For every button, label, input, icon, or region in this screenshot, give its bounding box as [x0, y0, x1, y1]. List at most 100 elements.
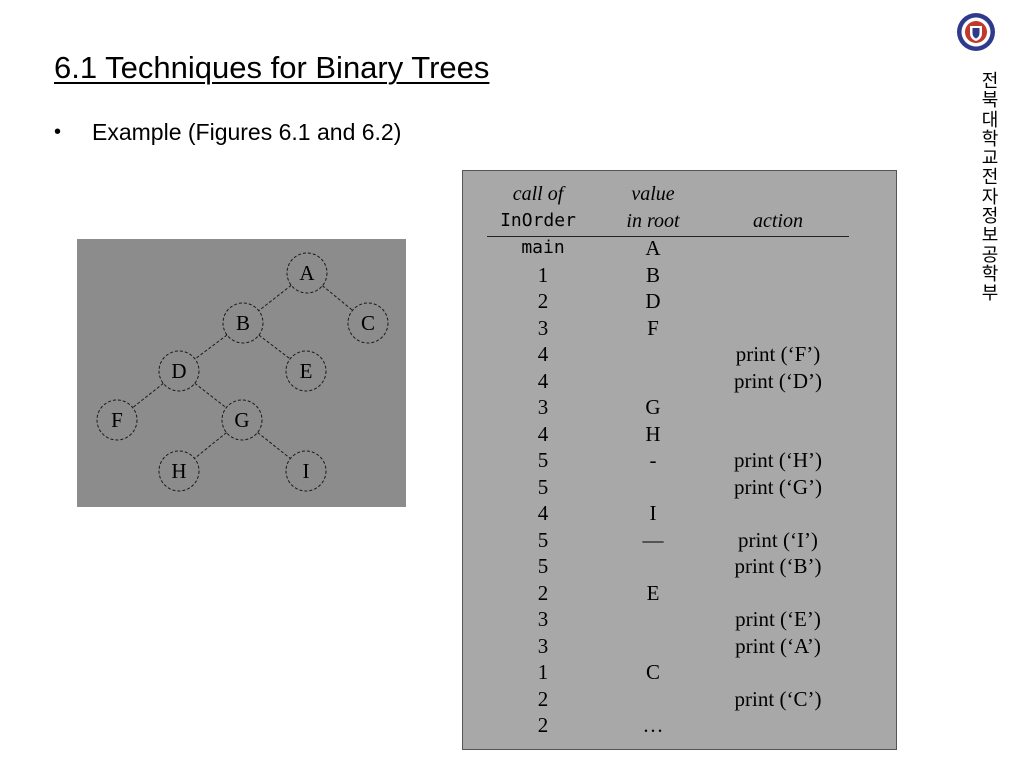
- tree-node-F: F: [96, 399, 138, 441]
- bullet-item: • Example (Figures 6.1 and 6.2): [54, 119, 401, 146]
- binary-tree-diagram: A B C D E F G H I: [96, 252, 389, 492]
- header-value-line2: in root: [626, 210, 680, 232]
- tree-node-circle: [158, 350, 200, 392]
- call-level-cell: 5: [537, 448, 549, 472]
- table-row: 5 — print (‘I’): [463, 527, 896, 554]
- sidebar-university-text: 전북대학교 전자정보공학부: [981, 71, 1005, 305]
- header-divider: [487, 236, 849, 237]
- root-value-cell: -: [649, 448, 657, 472]
- call-level-cell: 3: [537, 607, 549, 631]
- call-level-cell: 4: [537, 368, 549, 393]
- tree-node-circle: [221, 399, 263, 441]
- tree-node-E: E: [285, 350, 327, 392]
- tree-edge-B-E: [258, 334, 291, 360]
- bullet-symbol: •: [54, 121, 62, 143]
- root-value-cell: F: [647, 315, 659, 340]
- tree-node-circle: [222, 302, 264, 344]
- table-row: 4 print (‘D’): [463, 368, 896, 395]
- call-level-cell: 4: [537, 501, 549, 525]
- action-cell: print (‘A’): [735, 633, 821, 658]
- table-row: 5 print (‘G’): [463, 474, 896, 501]
- tree-node-label: A: [299, 261, 315, 285]
- action-cell: print (‘G’): [733, 474, 823, 499]
- tree-node-circle: [286, 252, 328, 294]
- call-level-cell: 5: [537, 554, 549, 578]
- call-level-cell: 1: [537, 262, 549, 287]
- header-action: action: [753, 210, 803, 232]
- call-level-cell: 2: [537, 686, 549, 711]
- header-value-line1: value: [631, 183, 675, 205]
- action-cell: print (‘E’): [735, 607, 821, 631]
- tree-node-circle: [96, 399, 138, 441]
- root-value-cell: A: [645, 236, 661, 260]
- root-value-cell: H: [645, 421, 661, 446]
- action-cell: print (‘H’): [733, 448, 823, 472]
- tree-node-label: I: [303, 459, 310, 483]
- root-value-cell: G: [645, 395, 661, 419]
- table-row: 5 print (‘B’): [463, 553, 896, 580]
- tree-edge-B-D: [194, 334, 228, 360]
- action-cell: print (‘B’): [734, 554, 822, 578]
- tree-node-circle: [285, 350, 327, 392]
- tree-edge-G-I: [257, 432, 291, 459]
- tree-node-I: I: [285, 450, 327, 492]
- root-value-cell: …: [642, 713, 664, 737]
- university-logo: [957, 13, 995, 51]
- call-level-cell: 5: [537, 474, 549, 499]
- tree-node-label: E: [300, 359, 313, 383]
- tree-node-G: G: [221, 399, 263, 441]
- binary-tree-figure: A B C D E F G H I: [77, 239, 406, 507]
- inorder-trace-table: call of InOrder value in root action mai…: [462, 170, 897, 750]
- action-cell: print (‘F’): [735, 342, 821, 366]
- table-row: 3 print (‘A’): [463, 633, 896, 660]
- bullet-text: Example (Figures 6.1 and 6.2): [92, 119, 402, 145]
- tree-node-label: B: [236, 311, 250, 335]
- call-level-cell: 4: [537, 342, 549, 366]
- tree-edge-A-C: [322, 285, 353, 311]
- root-value-cell: D: [645, 289, 661, 313]
- call-level-cell: 3: [537, 395, 549, 419]
- tree-node-D: D: [158, 350, 200, 392]
- root-value-cell: B: [645, 262, 660, 287]
- tree-node-label: D: [171, 359, 186, 383]
- action-cell: print (‘C’): [734, 686, 822, 711]
- tree-edge-D-G: [194, 382, 227, 409]
- table-row: 3 print (‘E’): [463, 606, 896, 633]
- tree-node-circle: [347, 302, 389, 344]
- tree-node-circle: [158, 450, 200, 492]
- header-call-line2: InOrder: [500, 210, 576, 231]
- table-row: 2 print (‘C’): [463, 686, 896, 713]
- call-level-cell: 2: [537, 289, 549, 313]
- tree-node-A: A: [286, 252, 328, 294]
- root-value-cell: E: [646, 580, 660, 605]
- call-level-cell: 4: [537, 421, 549, 446]
- tree-edge-G-H: [194, 432, 227, 459]
- root-value-cell: —: [642, 527, 664, 552]
- tree-node-B: B: [222, 302, 264, 344]
- table-row: 4 print (‘F’): [463, 341, 896, 368]
- tree-node-C: C: [347, 302, 389, 344]
- tree-node-H: H: [158, 450, 200, 492]
- call-level-cell: 5: [537, 527, 549, 552]
- action-cell: print (‘D’): [733, 368, 823, 393]
- logo-shield-core: [972, 28, 980, 39]
- call-level-cell: 3: [537, 315, 549, 340]
- root-value-cell: C: [645, 660, 660, 684]
- tree-node-label: F: [111, 408, 123, 432]
- tree-edge-D-F: [132, 383, 164, 408]
- call-level-cell: 3: [537, 633, 549, 658]
- tree-node-circle: [285, 450, 327, 492]
- header-call-line1: call of: [512, 183, 564, 205]
- action-cell: print (‘I’): [738, 527, 818, 552]
- tree-node-label: H: [171, 459, 186, 483]
- call-level-cell: 1: [537, 660, 549, 684]
- table-row: 5 - print (‘H’): [463, 447, 896, 474]
